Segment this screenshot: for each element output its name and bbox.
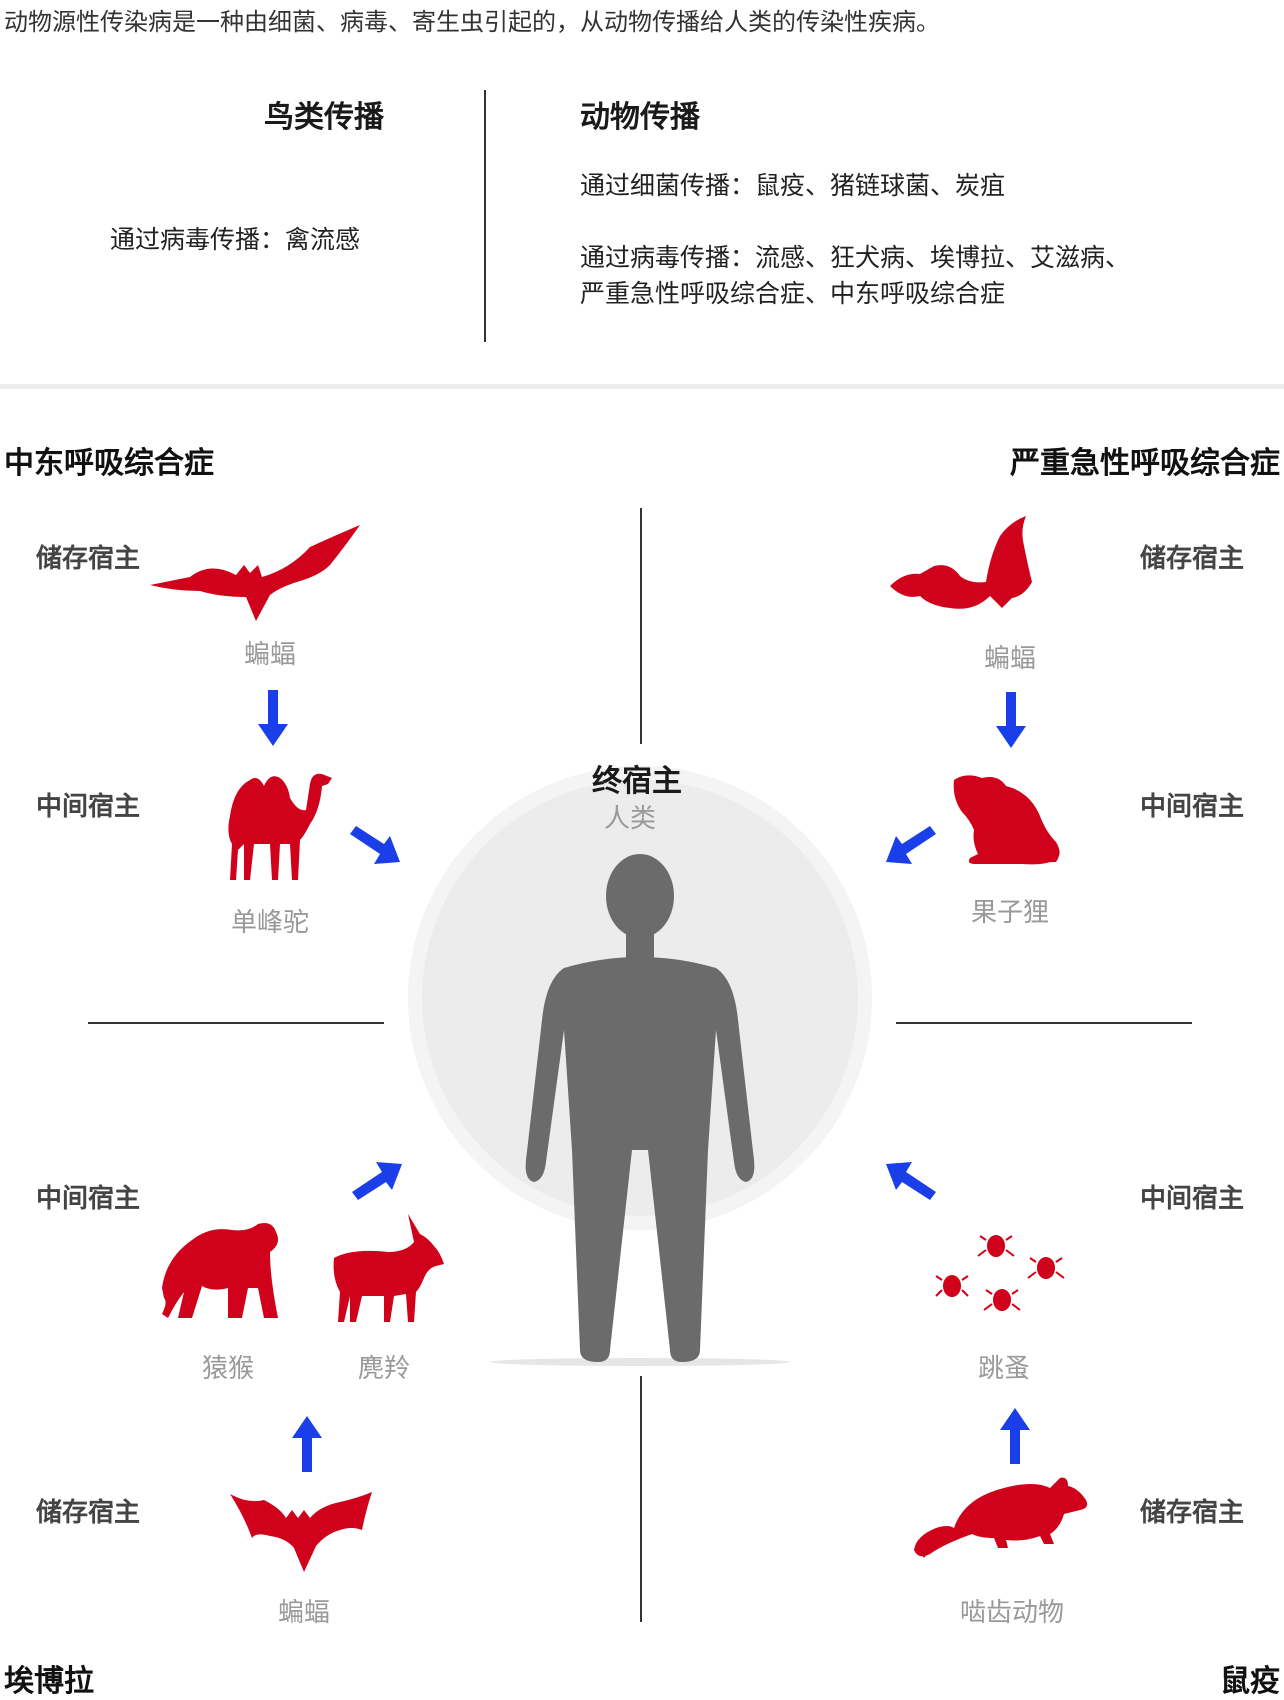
- human-icon: [525, 854, 755, 1362]
- divider-top: [640, 508, 642, 744]
- sars-reservoir-role: 储存宿主: [1139, 544, 1244, 574]
- bat-icon: [150, 525, 360, 621]
- plague-title: 鼠疫: [1220, 1664, 1280, 1699]
- animals-virus-text-1: 通过病毒传播：流感、狂犬病、埃博拉、艾滋病、: [580, 243, 1131, 272]
- birds-virus-text: 通过病毒传播：禽流感: [110, 225, 361, 254]
- plague-intermediate-animal: 跳蚤: [977, 1354, 1030, 1384]
- bat-icon: [230, 1492, 372, 1572]
- final-host-title: 终宿主: [592, 764, 682, 799]
- plague-reservoir-role: 储存宿主: [1139, 1498, 1244, 1528]
- animals-bacteria-text: 通过细菌传播：鼠疫、猪链球菌、炭疽: [580, 171, 1006, 200]
- animals-virus-text-2: 严重急性呼吸综合症、中东呼吸综合症: [580, 279, 1006, 308]
- antelope-icon: [333, 1214, 444, 1322]
- mers-intermediate-animal: 单峰驼: [230, 908, 309, 938]
- ebola-reservoir-animal: 蝙蝠: [277, 1598, 330, 1628]
- table-divider: [484, 90, 486, 342]
- ebola-reservoir-role: 储存宿主: [36, 1498, 141, 1528]
- rat-icon: [914, 1477, 1088, 1558]
- intro-text: 动物源性传染病是一种由细菌、病毒、寄生虫引起的，从动物传播给人类的传染性疾病。: [4, 8, 940, 36]
- arrow-up-icon: [1000, 1408, 1030, 1464]
- mers-reservoir-animal: 蝙蝠: [243, 640, 296, 670]
- sars-reservoir-animal: 蝙蝠: [983, 644, 1036, 674]
- animals-heading: 动物传播: [580, 100, 700, 135]
- divider-bottom: [640, 1376, 642, 1622]
- birds-heading: 鸟类传播: [264, 100, 384, 135]
- arrow-down-icon: [996, 692, 1026, 748]
- section-separator: [0, 384, 1284, 389]
- arrow-down-left-icon: [886, 826, 936, 864]
- arrow-up-icon: [292, 1416, 322, 1472]
- ebola-intermediate-role: 中间宿主: [36, 1184, 141, 1214]
- ebola-title: 埃博拉: [4, 1664, 94, 1699]
- flea-icon: [935, 1235, 1065, 1311]
- plague-reservoir-animal: 啮齿动物: [959, 1598, 1064, 1628]
- divider-left: [88, 1022, 384, 1024]
- mers-intermediate-role: 中间宿主: [36, 792, 141, 822]
- ebola-intermediate-animal-2: 麂羚: [357, 1354, 410, 1384]
- arrow-up-right-icon: [352, 1162, 402, 1200]
- sars-title: 严重急性呼吸综合症: [1010, 446, 1280, 481]
- final-host-subtitle: 人类: [604, 804, 657, 834]
- sars-intermediate-animal: 果子狸: [970, 898, 1049, 928]
- arrow-up-left-icon: [886, 1162, 936, 1200]
- divider-right: [896, 1022, 1192, 1024]
- civet-icon: [953, 775, 1060, 865]
- mers-reservoir-role: 储存宿主: [36, 544, 141, 574]
- ape-icon: [162, 1223, 278, 1318]
- mers-title: 中东呼吸综合症: [4, 446, 214, 481]
- plague-intermediate-role: 中间宿主: [1139, 1184, 1244, 1214]
- camel-icon: [228, 773, 332, 880]
- arrow-down-icon: [258, 690, 288, 746]
- ebola-intermediate-animal-1: 猿猴: [201, 1354, 254, 1384]
- sars-intermediate-role: 中间宿主: [1139, 792, 1244, 822]
- bat-icon: [890, 516, 1032, 609]
- arrow-down-right-icon: [350, 826, 400, 864]
